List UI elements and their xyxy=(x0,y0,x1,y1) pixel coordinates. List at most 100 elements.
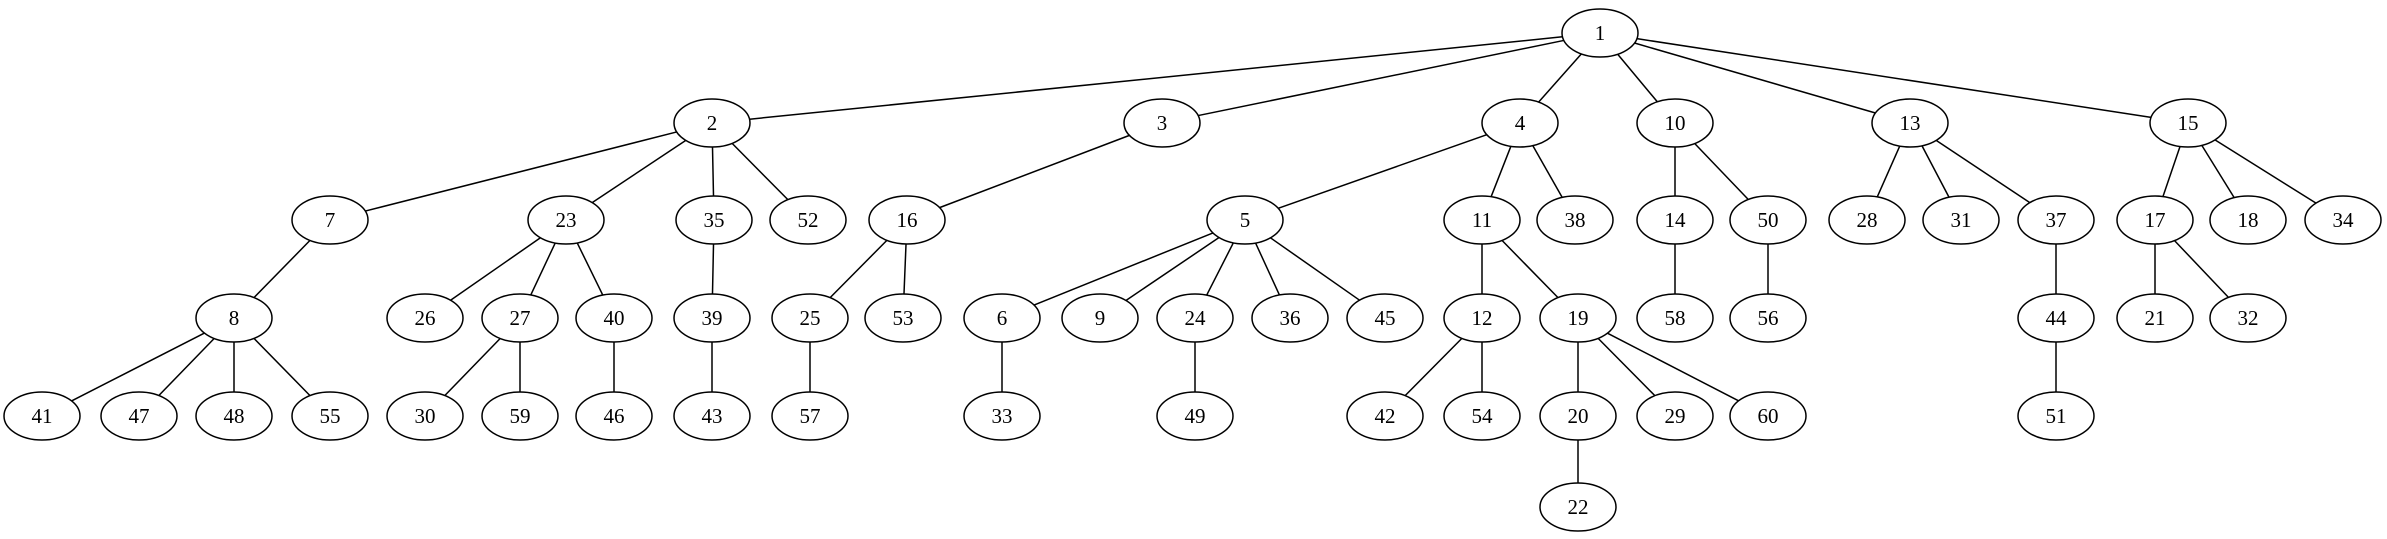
node-34: 34 xyxy=(2304,195,2382,245)
node-ellipse xyxy=(1871,98,1949,148)
node-14: 14 xyxy=(1636,195,1714,245)
node-label: 34 xyxy=(2333,208,2355,232)
node-19: 19 xyxy=(1539,293,1617,343)
node-46: 46 xyxy=(575,391,653,441)
edge-15-17 xyxy=(2162,146,2181,197)
node-label: 50 xyxy=(1758,208,1779,232)
node-ellipse xyxy=(195,293,273,343)
edge-16-25 xyxy=(829,239,888,299)
node-15: 15 xyxy=(2149,98,2227,148)
node-label: 58 xyxy=(1665,306,1686,330)
edge-1-3 xyxy=(1197,39,1565,117)
node-57: 57 xyxy=(771,391,849,441)
node-ellipse xyxy=(1346,293,1424,343)
edge-23-26 xyxy=(450,237,541,301)
node-41: 41 xyxy=(3,391,81,441)
node-60: 60 xyxy=(1729,391,1807,441)
edge-2-52 xyxy=(731,142,789,201)
node-12: 12 xyxy=(1443,293,1521,343)
node-21: 21 xyxy=(2116,293,2194,343)
node-ellipse xyxy=(2209,195,2287,245)
node-label: 49 xyxy=(1185,404,1206,428)
node-label: 35 xyxy=(704,208,725,232)
node-20: 20 xyxy=(1539,391,1617,441)
node-label: 21 xyxy=(2145,306,2166,330)
edge-1-2 xyxy=(749,36,1563,120)
node-18: 18 xyxy=(2209,195,2287,245)
node-label: 56 xyxy=(1758,306,1779,330)
node-ellipse xyxy=(2116,195,2194,245)
edge-1-10 xyxy=(1617,53,1658,103)
node-ellipse xyxy=(481,391,559,441)
node-ellipse xyxy=(864,293,942,343)
node-17: 17 xyxy=(2116,195,2194,245)
node-50: 50 xyxy=(1729,195,1807,245)
node-ellipse xyxy=(1539,293,1617,343)
node-label: 2 xyxy=(707,111,718,135)
node-label: 16 xyxy=(897,208,918,232)
edge-15-18 xyxy=(2201,144,2235,199)
node-ellipse xyxy=(1061,293,1139,343)
node-ellipse xyxy=(673,391,751,441)
edge-17-32 xyxy=(2173,240,2230,298)
node-9: 9 xyxy=(1061,293,1139,343)
edge-15-34 xyxy=(2214,139,2317,204)
node-22: 22 xyxy=(1539,482,1617,532)
node-label: 7 xyxy=(325,208,336,232)
node-ellipse xyxy=(1922,195,2000,245)
node-label: 53 xyxy=(893,306,914,330)
node-label: 9 xyxy=(1095,306,1106,330)
node-ellipse xyxy=(2304,195,2382,245)
node-label: 48 xyxy=(224,404,245,428)
edge-5-45 xyxy=(1270,237,1360,301)
node-label: 30 xyxy=(415,404,436,428)
node-4: 4 xyxy=(1481,98,1559,148)
node-label: 36 xyxy=(1280,306,1301,330)
node-label: 10 xyxy=(1665,111,1686,135)
node-56: 56 xyxy=(1729,293,1807,343)
edge-23-40 xyxy=(576,242,604,296)
node-ellipse xyxy=(1828,195,1906,245)
node-label: 25 xyxy=(800,306,821,330)
node-53: 53 xyxy=(864,293,942,343)
edge-12-42 xyxy=(1404,337,1463,397)
edge-5-6 xyxy=(1033,232,1214,306)
node-label: 55 xyxy=(320,404,341,428)
node-ellipse xyxy=(1206,195,1284,245)
node-6: 6 xyxy=(963,293,1041,343)
node-37: 37 xyxy=(2017,195,2095,245)
node-label: 41 xyxy=(32,404,53,428)
node-label: 52 xyxy=(798,208,819,232)
node-ellipse xyxy=(1729,293,1807,343)
node-30: 30 xyxy=(386,391,464,441)
node-label: 60 xyxy=(1758,404,1779,428)
node-31: 31 xyxy=(1922,195,2000,245)
node-label: 39 xyxy=(702,306,723,330)
node-ellipse xyxy=(1481,98,1559,148)
node-59: 59 xyxy=(481,391,559,441)
node-47: 47 xyxy=(100,391,178,441)
node-ellipse xyxy=(1123,98,1201,148)
edge-5-24 xyxy=(1205,242,1235,296)
node-label: 14 xyxy=(1665,208,1687,232)
node-7: 7 xyxy=(291,195,369,245)
node-label: 51 xyxy=(2046,404,2067,428)
edge-16-53 xyxy=(903,243,907,295)
edge-8-41 xyxy=(71,332,205,402)
edge-11-19 xyxy=(1501,239,1559,299)
node-label: 27 xyxy=(510,306,531,330)
node-ellipse xyxy=(963,293,1041,343)
node-label: 18 xyxy=(2238,208,2259,232)
node-label: 12 xyxy=(1472,306,1493,330)
node-58: 58 xyxy=(1636,293,1714,343)
node-label: 59 xyxy=(510,404,531,428)
node-ellipse xyxy=(386,391,464,441)
node-11: 11 xyxy=(1443,195,1521,245)
node-ellipse xyxy=(673,293,751,343)
node-label: 38 xyxy=(1565,208,1586,232)
node-ellipse xyxy=(291,195,369,245)
node-32: 32 xyxy=(2209,293,2287,343)
node-ellipse xyxy=(868,195,946,245)
node-ellipse xyxy=(1346,391,1424,441)
